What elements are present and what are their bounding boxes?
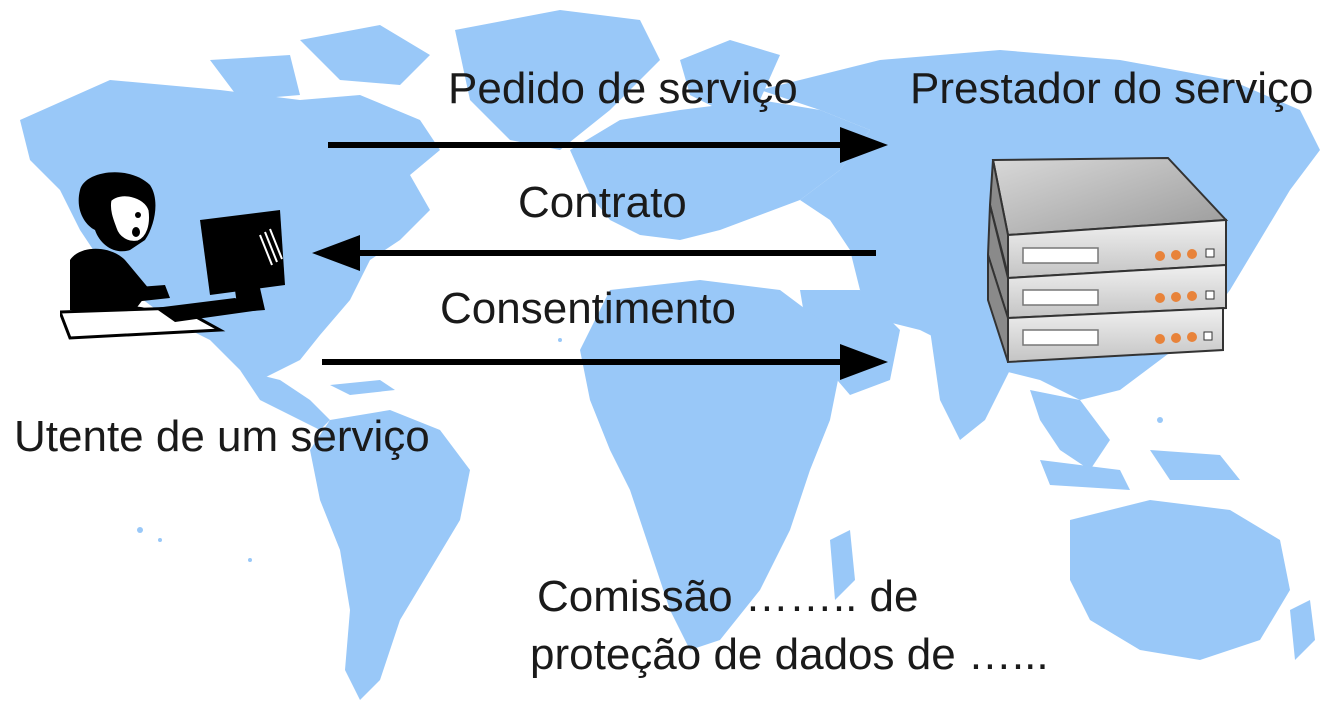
service-provider-label: Prestador do serviço [910, 64, 1314, 113]
contract-arrow [312, 235, 876, 271]
commission-label-line1: Comissão …….. de [537, 572, 919, 621]
contract-label: Contrato [518, 178, 687, 227]
server-stack-icon [986, 156, 1229, 364]
person-at-computer-icon [60, 172, 285, 340]
service-request-arrow [328, 127, 888, 163]
commission-label-line2: proteção de dados de …... [530, 630, 1049, 679]
consent-label: Consentimento [440, 284, 736, 333]
service-request-label: Pedido de serviço [448, 64, 798, 113]
consent-arrow [322, 344, 888, 380]
service-user-label: Utente de um serviço [14, 412, 430, 461]
